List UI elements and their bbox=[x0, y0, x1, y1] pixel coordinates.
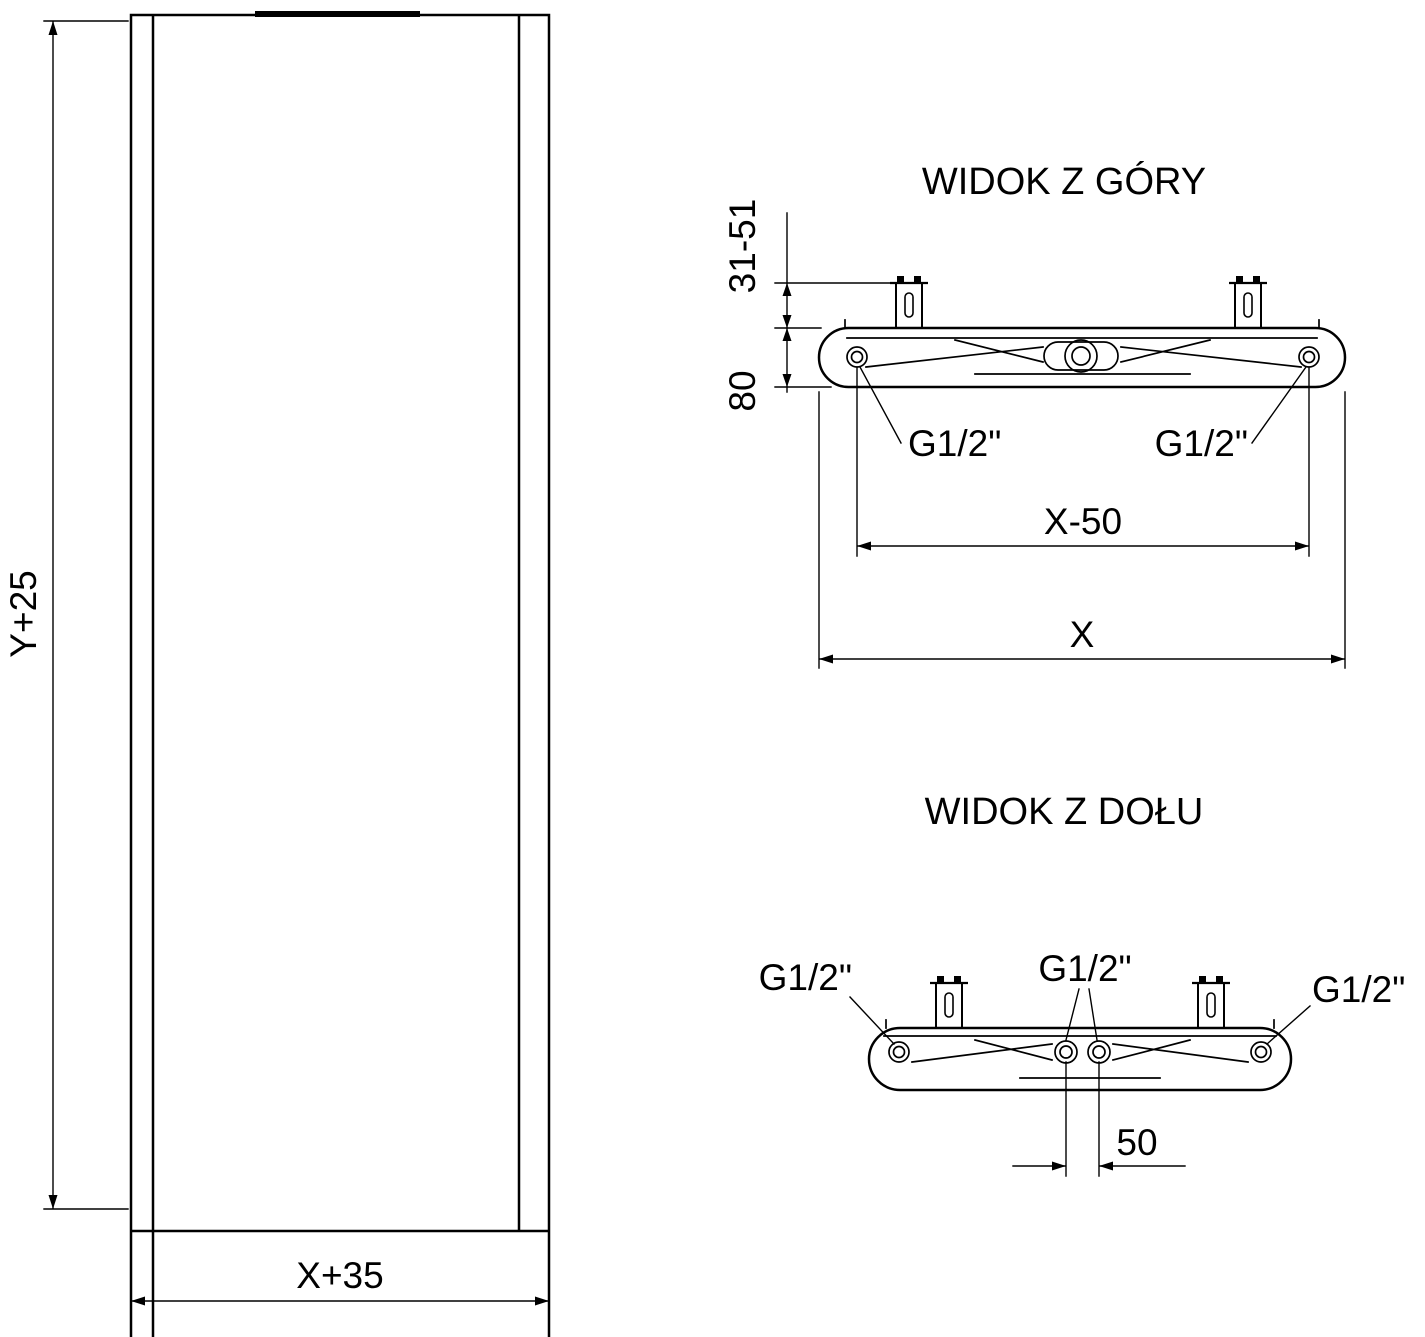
leader-line-bottom-left bbox=[849, 996, 895, 1045]
bottom-port-right-outer bbox=[1250, 1041, 1272, 1063]
top-view-title: WIDOK Z GÓRY bbox=[922, 160, 1206, 203]
width-dimension: X+35 bbox=[130, 1255, 550, 1306]
connection-port-right-outer bbox=[1298, 346, 1320, 368]
height-dimension: Y+25 bbox=[3, 20, 129, 1210]
bottom-port-center2-inner bbox=[1092, 1045, 1106, 1059]
top-view: WIDOK Z GÓRY 31-51 80 G1/2" G1/2" bbox=[722, 160, 1347, 669]
connection-port-right-inner bbox=[1302, 350, 1316, 364]
depth-dimension-arrows bbox=[782, 283, 792, 387]
body-depth-label: 80 bbox=[722, 370, 763, 411]
connection-port-left-outer bbox=[846, 346, 868, 368]
radiator-body-bottom bbox=[867, 1026, 1293, 1092]
width-dimension-label: X+35 bbox=[296, 1255, 383, 1296]
leader-line-top-right bbox=[1251, 366, 1307, 444]
connection-label-bottom-left: G1/2" bbox=[759, 957, 852, 998]
panel-top-mounting-mark bbox=[255, 11, 420, 17]
leader-line-bottom-center bbox=[1065, 988, 1098, 1041]
connection-label-bottom-right: G1/2" bbox=[1312, 969, 1405, 1010]
radiator-internals-top bbox=[844, 319, 1320, 375]
center-union-ring-inner bbox=[1071, 346, 1091, 366]
center-spacing-label: 50 bbox=[1116, 1122, 1157, 1163]
overall-width-dimension: X bbox=[818, 391, 1346, 669]
mounting-bracket-top-right bbox=[1227, 274, 1269, 330]
center-spacing-dimension: 50 bbox=[1012, 1061, 1186, 1177]
connection-label-bottom-center: G1/2" bbox=[1038, 948, 1131, 989]
center-spacing-dimension-arrows bbox=[1052, 1161, 1113, 1171]
height-dimension-label: Y+25 bbox=[3, 570, 44, 657]
overall-width-label: X bbox=[1070, 614, 1095, 655]
overall-width-dimension-lines bbox=[818, 391, 1346, 669]
center-union-link bbox=[1043, 341, 1119, 371]
center-union-ring-outer bbox=[1064, 339, 1098, 373]
connection-label-top-left: G1/2" bbox=[908, 423, 1001, 464]
depth-dimensions: 31-51 80 bbox=[722, 199, 893, 412]
bottom-port-center1-inner bbox=[1059, 1045, 1073, 1059]
bottom-port-center2-outer bbox=[1087, 1040, 1111, 1064]
radiator-internals-bottom bbox=[883, 1019, 1277, 1079]
bottom-port-left-outer bbox=[888, 1041, 910, 1063]
height-dimension-lines bbox=[43, 20, 129, 1210]
bracket-depth-label: 31-51 bbox=[722, 199, 763, 294]
mounting-bracket-bottom-left bbox=[928, 974, 970, 1030]
panel-front-outline bbox=[129, 13, 551, 1337]
bottom-port-right-inner bbox=[1254, 1045, 1268, 1059]
depth-dimension-lines bbox=[774, 212, 893, 393]
bottom-view-title: WIDOK Z DOŁU bbox=[925, 791, 1204, 833]
radiator-body-top bbox=[817, 326, 1347, 389]
bottom-view: WIDOK Z DOŁU G1/2" G1/2" G1/2" 50 bbox=[759, 791, 1405, 1177]
port-spacing-dimension: X-50 bbox=[856, 367, 1310, 557]
front-view: Y+25 X+35 bbox=[3, 11, 551, 1337]
connection-port-left-inner bbox=[850, 350, 864, 364]
bottom-port-left-inner bbox=[892, 1045, 906, 1059]
leader-line-top-left bbox=[859, 366, 902, 444]
bottom-port-center1-outer bbox=[1054, 1040, 1078, 1064]
port-spacing-label: X-50 bbox=[1044, 501, 1122, 542]
leader-line-bottom-right bbox=[1266, 1005, 1311, 1045]
center-spacing-dimension-lines bbox=[1012, 1061, 1186, 1177]
mounting-bracket-bottom-right bbox=[1190, 974, 1232, 1030]
mounting-bracket-top-left bbox=[888, 274, 930, 330]
port-spacing-dimension-lines bbox=[856, 367, 1310, 557]
connection-label-top-right: G1/2" bbox=[1155, 423, 1248, 464]
